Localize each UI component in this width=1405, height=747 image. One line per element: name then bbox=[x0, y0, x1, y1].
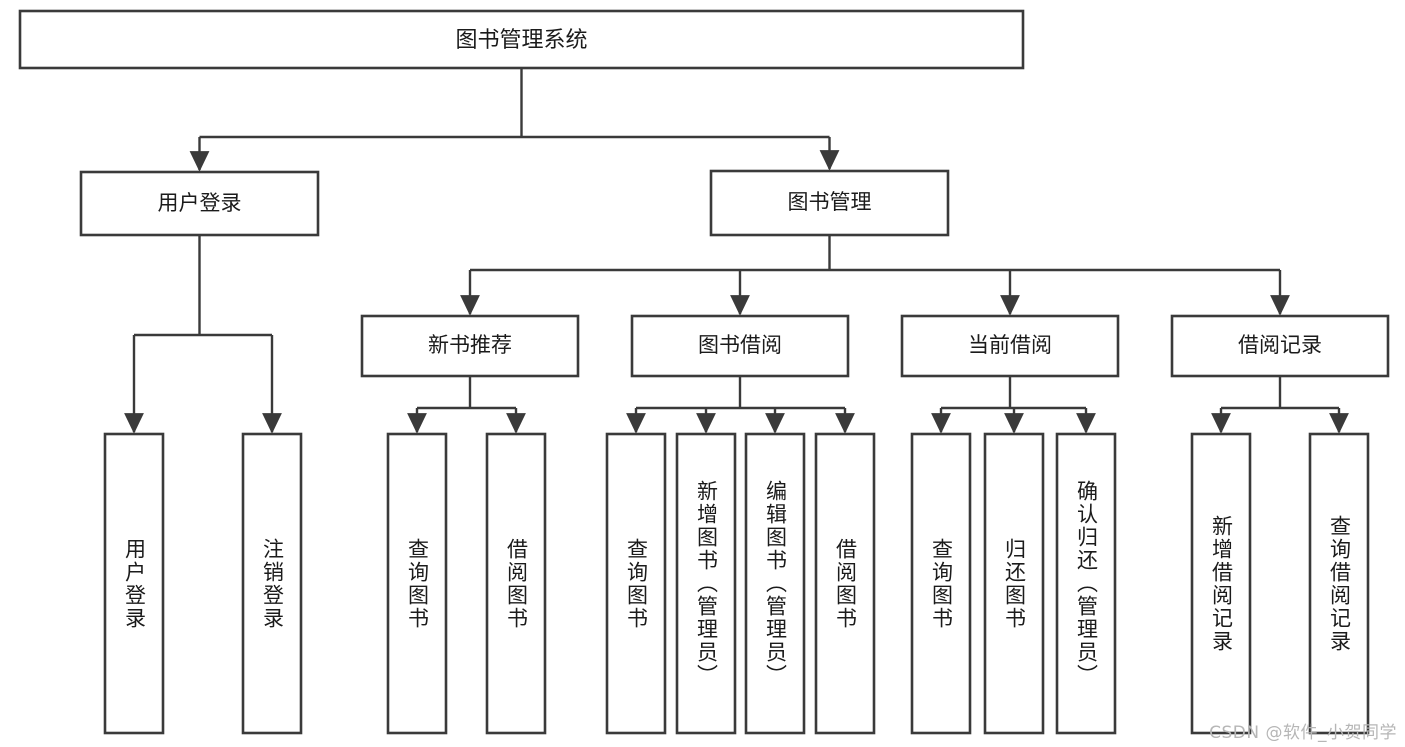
node-leaf-return-book-box[interactable] bbox=[983, 432, 1045, 735]
node-leaf-edit-book-box[interactable] bbox=[744, 432, 806, 735]
node-current-borrow-label: 当前借阅 bbox=[968, 333, 1052, 357]
node-borrow-record-label: 借阅记录 bbox=[1238, 333, 1322, 357]
node-root[interactable]: 图书管理系统 bbox=[18, 9, 1025, 70]
node-current-borrow[interactable]: 当前借阅 bbox=[900, 314, 1120, 378]
node-leaf-borrow-book-rec-box[interactable] bbox=[485, 432, 547, 735]
node-user-login-box[interactable] bbox=[79, 170, 320, 237]
node-root-label: 图书管理系统 bbox=[455, 28, 587, 53]
node-book-borrow-box[interactable] bbox=[630, 314, 850, 378]
node-leaf-add-book-box[interactable] bbox=[675, 432, 737, 735]
node-leaf-query-book-bb-box[interactable] bbox=[605, 432, 667, 735]
node-book-borrow-label: 图书借阅 bbox=[698, 333, 782, 357]
node-leaf-user-logout-box[interactable] bbox=[241, 432, 303, 735]
node-current-borrow-box[interactable] bbox=[900, 314, 1120, 378]
node-new-book-rec-label: 新书推荐 bbox=[428, 333, 512, 357]
node-user-login-label: 用户登录 bbox=[158, 191, 242, 215]
csdn-watermark: CSDN @软件_小贺同学 bbox=[1209, 723, 1397, 743]
node-borrow-record-box[interactable] bbox=[1170, 314, 1390, 378]
node-new-book-rec-box[interactable] bbox=[360, 314, 580, 378]
node-root-box[interactable] bbox=[18, 9, 1025, 70]
node-book-manage-box[interactable] bbox=[709, 169, 950, 237]
node-book-borrow[interactable]: 图书借阅 bbox=[630, 314, 850, 378]
node-leaf-add-record-box[interactable] bbox=[1190, 432, 1252, 735]
node-leaf-query-book-cb-box[interactable] bbox=[910, 432, 972, 735]
node-borrow-record[interactable]: 借阅记录 bbox=[1170, 314, 1390, 378]
node-leaf-user-login-box[interactable] bbox=[103, 432, 165, 735]
node-book-manage-label: 图书管理 bbox=[788, 190, 872, 214]
leaf-box-layer bbox=[103, 432, 1370, 735]
node-leaf-borrow-book-bb-box[interactable] bbox=[814, 432, 876, 735]
connector-layer bbox=[124, 68, 1349, 434]
node-leaf-confirm-return-box[interactable] bbox=[1055, 432, 1117, 735]
node-user-login[interactable]: 用户登录 bbox=[79, 170, 320, 237]
node-leaf-query-record-box[interactable] bbox=[1308, 432, 1370, 735]
node-book-manage[interactable]: 图书管理 bbox=[709, 169, 950, 237]
node-leaf-query-book-rec-box[interactable] bbox=[386, 432, 448, 735]
node-new-book-rec[interactable]: 新书推荐 bbox=[360, 314, 580, 378]
